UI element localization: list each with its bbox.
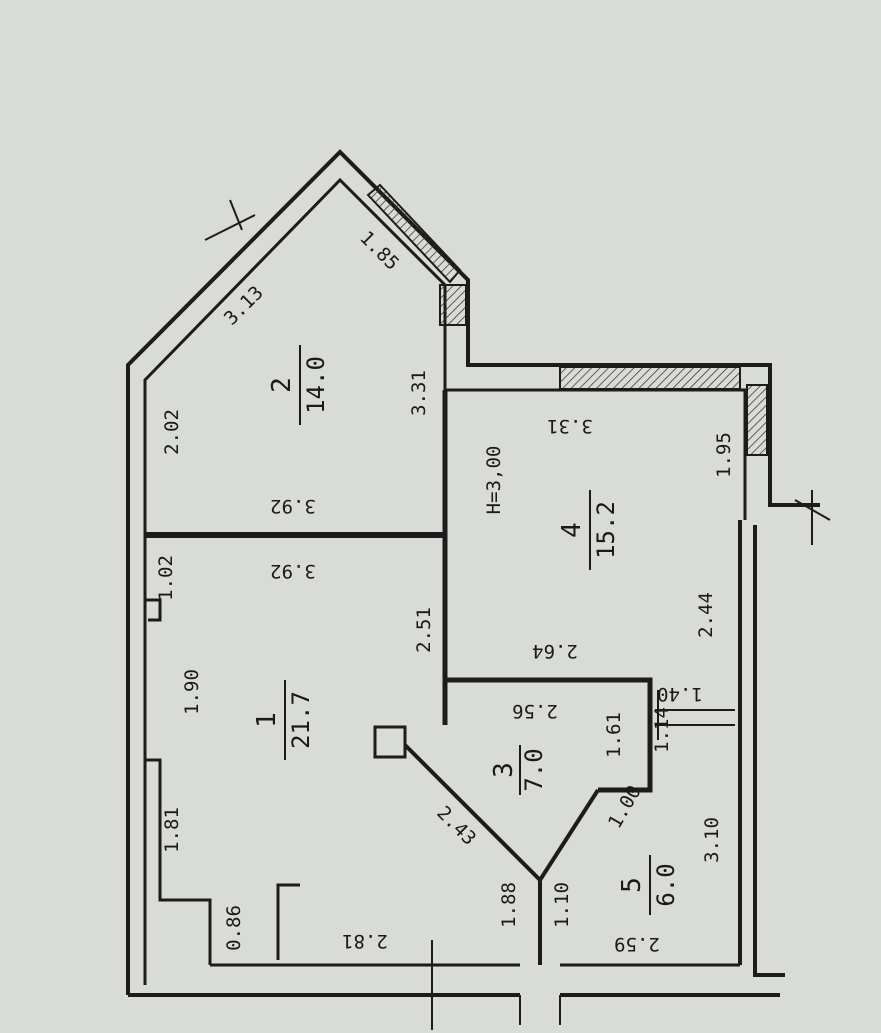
niche xyxy=(276,883,300,960)
dim-161: 1.61 xyxy=(603,712,625,758)
dim-243: 2.43 xyxy=(432,802,480,850)
room-1-number: 1 xyxy=(252,712,282,728)
room-5-area: 6.0 xyxy=(652,863,680,906)
room-2-label: 2 14.0 xyxy=(267,345,330,425)
windows xyxy=(366,183,768,456)
dim-392-top: 3.92 xyxy=(270,495,316,517)
dim-181: 1.81 xyxy=(161,807,183,853)
dim-244: 2.44 xyxy=(695,592,717,638)
room-3-area: 7.0 xyxy=(520,748,548,791)
room-2-area: 14.0 xyxy=(302,356,330,414)
outer-walls xyxy=(126,149,820,997)
dim-202: 2.02 xyxy=(161,409,183,455)
dim-086: 0.86 xyxy=(223,905,245,951)
window-room2 xyxy=(366,183,462,284)
dim-264: 2.64 xyxy=(532,640,578,662)
room-4-number: 4 xyxy=(557,522,587,538)
window-room4-side xyxy=(746,384,768,456)
room-3-number: 3 xyxy=(489,762,519,778)
room-2-number: 2 xyxy=(267,377,297,393)
dim-313: 3.13 xyxy=(220,282,268,330)
door-marks xyxy=(431,690,735,1030)
dim-190: 1.90 xyxy=(181,669,203,715)
room-4-label: 4 15.2 xyxy=(557,490,620,570)
room-labels: 2 14.0 1 21.7 4 15.2 3 7.0 5 6.0 H=3,00 xyxy=(252,345,680,915)
window-room4-top xyxy=(559,366,741,390)
dim-331: 3.31 xyxy=(408,370,430,416)
room-1-area: 21.7 xyxy=(287,691,315,749)
room-5-number: 5 xyxy=(617,877,647,893)
dim-392-bottom: 3.92 xyxy=(270,560,316,582)
dim-259: 2.59 xyxy=(614,933,660,955)
ceiling-height: H=3,00 xyxy=(483,446,505,515)
dim-114: 1.14 xyxy=(651,707,673,753)
dim-188: 1.88 xyxy=(498,882,520,928)
partitions xyxy=(145,199,831,1030)
entrance-marks xyxy=(204,199,831,545)
dim-256: 2.56 xyxy=(512,700,558,722)
dim-310: 3.10 xyxy=(701,817,723,863)
dim-110: 1.10 xyxy=(551,882,573,928)
partition-room3-diag-left xyxy=(403,743,542,882)
dim-140: 1.40 xyxy=(657,683,703,705)
dim-331b: 3.31 xyxy=(547,415,593,437)
window-room2-side xyxy=(439,284,467,326)
dim-102: 1.02 xyxy=(155,555,177,601)
partition-room1-left-jog xyxy=(145,598,212,965)
partition-room3-top xyxy=(445,677,653,793)
dim-195: 1.95 xyxy=(713,432,735,478)
room-3-label: 3 7.0 xyxy=(489,745,548,795)
column xyxy=(373,725,407,759)
room-1-label: 1 21.7 xyxy=(252,680,315,760)
partition-room3-diag-right xyxy=(538,788,600,882)
room-4-area: 15.2 xyxy=(592,501,620,559)
room-5-label: 5 6.0 xyxy=(617,855,680,915)
dim-281: 2.81 xyxy=(342,930,388,952)
outer-wall-outline xyxy=(126,149,820,995)
dim-251: 2.51 xyxy=(413,607,435,653)
